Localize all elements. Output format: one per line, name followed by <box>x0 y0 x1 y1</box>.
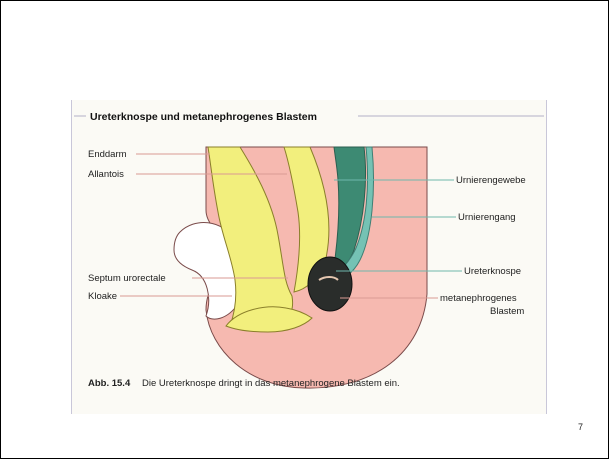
label-allantois: Allantois <box>88 169 124 180</box>
label-kloake: Kloake <box>88 291 117 302</box>
metanephrogenes-blastem <box>308 257 352 311</box>
label-blastem: Blastem <box>490 306 524 317</box>
label-ureterknospe: Ureterknospe <box>464 266 521 277</box>
label-urnierengang: Urnierengang <box>458 212 516 223</box>
label-septum-urorectale: Septum urorectale <box>88 273 166 284</box>
embryo-figure: Ureterknospe und metanephrogenes Blastem <box>71 100 547 414</box>
ureter-bud-diagram: Ureterknospe und metanephrogenes Blastem <box>72 100 546 414</box>
label-urnierengewebe: Urnierengewebe <box>456 175 526 186</box>
label-metanephrogenes: metanephrogenes <box>440 293 517 304</box>
page-number: 7 <box>578 422 583 432</box>
caption-number: Abb. 15.4 <box>88 378 131 389</box>
label-enddarm: Enddarm <box>88 149 127 160</box>
figure-title: Ureterknospe und metanephrogenes Blastem <box>90 111 317 123</box>
caption-text: Die Ureterknospe dringt in das metanephr… <box>142 378 400 389</box>
